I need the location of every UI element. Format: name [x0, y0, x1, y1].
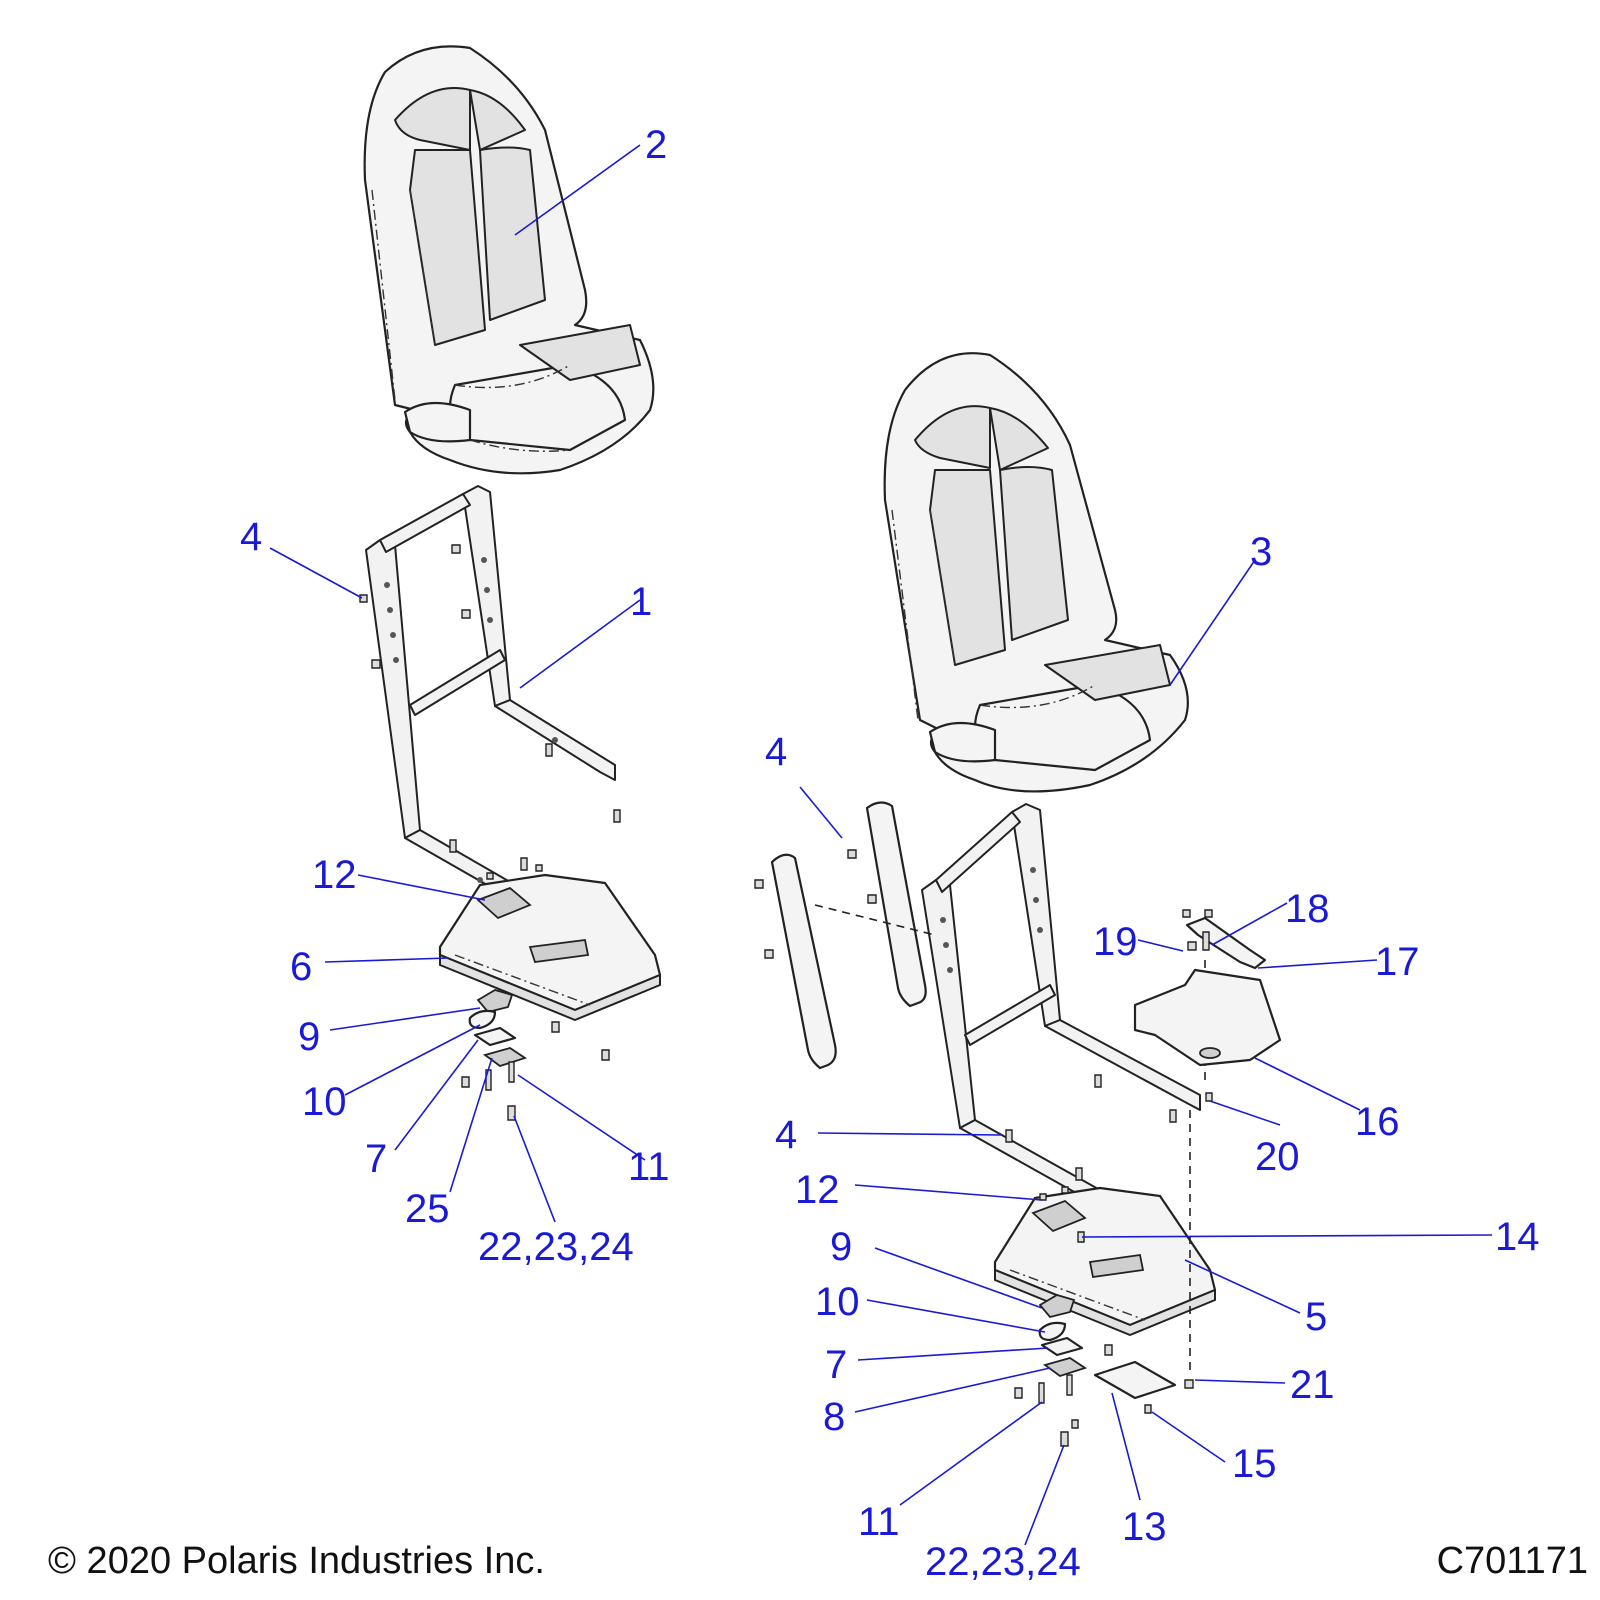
copyright-text: © 2020 Polaris Industries Inc.	[48, 1540, 545, 1582]
callout-10: 10	[815, 1280, 860, 1324]
callout-4: 4	[765, 730, 787, 774]
callout-1: 1	[630, 580, 652, 624]
seat-assembly-3	[883, 352, 1189, 793]
callout-14: 14	[1495, 1215, 1540, 1259]
callout-6: 6	[290, 945, 312, 989]
latch-hardware-right	[1014, 960, 1206, 1447]
seat-frame-1	[359, 485, 621, 921]
callout-2: 2	[645, 123, 667, 167]
seat-frame-right	[921, 803, 1201, 1206]
callout-19: 19	[1093, 920, 1138, 964]
callout-16: 16	[1355, 1100, 1400, 1144]
diagram-code: C701171	[1436, 1540, 1588, 1582]
callout-labels: 2 3 4 1 4 12 6 9 10 7 25 11 22,23,24 18 …	[240, 123, 1540, 1584]
callout-3: 3	[1250, 530, 1272, 574]
callout-11: 11	[858, 1500, 900, 1544]
callout-17: 17	[1375, 940, 1420, 984]
seat-base-6	[438, 864, 662, 1021]
callout-15: 15	[1232, 1442, 1277, 1486]
callout-21: 21	[1290, 1363, 1335, 1407]
side-rails	[754, 801, 936, 1070]
callout-22-23-24: 22,23,24	[478, 1225, 634, 1269]
callout-10: 10	[302, 1080, 347, 1124]
callout-5: 5	[1305, 1295, 1327, 1339]
callout-7: 7	[365, 1137, 387, 1181]
seat-base-5	[993, 1186, 1217, 1336]
callout-7: 7	[825, 1343, 847, 1387]
callout-25: 25	[405, 1187, 450, 1231]
callout-11: 11	[628, 1145, 670, 1189]
callout-9: 9	[298, 1015, 320, 1059]
floor-panel-16	[1133, 909, 1282, 1102]
seat-assembly-2	[363, 45, 655, 475]
callout-22-23-24: 22,23,24	[925, 1540, 1081, 1584]
callout-12: 12	[312, 853, 357, 897]
callout-9: 9	[830, 1225, 852, 1269]
callout-4: 4	[775, 1113, 797, 1157]
leader-lines	[269, 144, 1493, 1546]
callout-18: 18	[1285, 887, 1330, 931]
callout-4: 4	[240, 515, 262, 559]
callout-8: 8	[823, 1395, 845, 1439]
callout-13: 13	[1122, 1505, 1167, 1549]
callout-20: 20	[1255, 1135, 1300, 1179]
callout-12: 12	[795, 1168, 840, 1212]
latch-hardware-left	[461, 989, 610, 1121]
